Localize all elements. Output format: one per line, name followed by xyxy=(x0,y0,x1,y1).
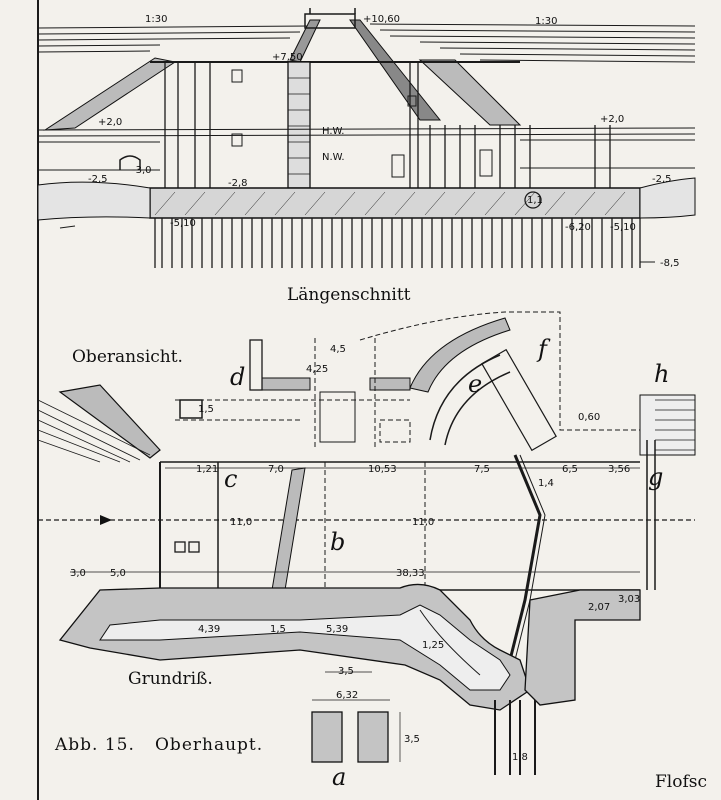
dimension-label: 1,4 xyxy=(538,478,554,489)
dimension-label: 11,0 xyxy=(230,517,252,528)
section-letter-c: c xyxy=(224,465,237,493)
section-letter-e: e xyxy=(468,370,482,398)
longitudinal-section: 1:30 1:30 +10,60 +7,50 +2,0 +2,0 -3,0 -2… xyxy=(37,8,696,305)
slope-right-label: 1:30 xyxy=(535,16,557,27)
elevation-label: -5,10 xyxy=(170,218,196,229)
slope-left-label: 1:30 xyxy=(145,14,167,25)
section-letter-h: h xyxy=(654,360,669,388)
dimension-label: 3,03 xyxy=(618,594,640,605)
elevation-label: -2,5 xyxy=(652,174,672,185)
elevation-label: -2,8 xyxy=(228,178,248,189)
ground-plan-title: Grundriß. xyxy=(128,669,213,689)
dimension-label: 3,0 xyxy=(70,568,86,579)
dimension-label: 2,07 xyxy=(588,602,610,613)
dimension-label: 38,33 xyxy=(396,568,425,579)
longitudinal-section-title: Längenschnitt xyxy=(287,285,411,305)
dimension-label: 1,5 xyxy=(198,404,214,415)
figure-name: Oberhaupt. xyxy=(155,735,263,755)
dimension-label: 7,0 xyxy=(268,464,284,475)
dimension-label: 5,0 xyxy=(110,568,126,579)
section-letter-f: f xyxy=(536,335,551,363)
dimension-label: 6,5 xyxy=(562,464,578,475)
top-view-title: Oberansicht. xyxy=(72,347,183,367)
section-letter-g: g xyxy=(648,463,663,491)
dimension-label: 6,32 xyxy=(336,690,358,701)
elevation-label: +2,0 xyxy=(98,117,122,128)
dimension-label: 10,53 xyxy=(368,464,397,475)
dimension-label: 1,8 xyxy=(512,752,528,763)
plan-view: Oberansicht. xyxy=(37,311,696,791)
high-water-label: H.W. xyxy=(322,126,344,137)
section-letter-a: a xyxy=(332,763,346,791)
dimension-label: 3,56 xyxy=(608,464,630,475)
low-water-label: N.W. xyxy=(322,152,345,163)
section-letter-d: d xyxy=(230,363,245,391)
figure-number: Abb. 15. xyxy=(54,735,135,755)
elevation-label: +10,60 xyxy=(363,14,400,25)
elevation-label: -6,20 xyxy=(565,222,591,233)
dimension-label: 0,60 xyxy=(578,412,600,423)
dimension-label: 3,5 xyxy=(338,666,354,677)
elevation-label: -3,0 xyxy=(132,165,152,176)
elevation-label: -5,10 xyxy=(610,222,636,233)
dimension-label: 4,39 xyxy=(198,624,220,635)
cutoff-text: Flofsc xyxy=(655,772,707,792)
dimension-label: 3,5 xyxy=(404,734,420,745)
elevation-label: -2,5 xyxy=(88,174,108,185)
dimension-label: 1,5 xyxy=(270,624,286,635)
elevation-label: -8,5 xyxy=(660,258,680,269)
elevation-label: +7,50 xyxy=(272,52,303,63)
elevation-label: 1,1 xyxy=(527,195,543,206)
dimension-label: 4,5 xyxy=(330,344,346,355)
dimension-label: 1,21 xyxy=(196,464,218,475)
dimension-label: 7,5 xyxy=(474,464,490,475)
elevation-label: +2,0 xyxy=(600,114,624,125)
dimension-label: 5,39 xyxy=(326,624,348,635)
dimension-label: 4,25 xyxy=(306,364,328,375)
dimension-label: 11,0 xyxy=(412,517,434,528)
section-letter-b: b xyxy=(330,528,345,556)
dimension-label: 1,25 xyxy=(422,640,444,651)
